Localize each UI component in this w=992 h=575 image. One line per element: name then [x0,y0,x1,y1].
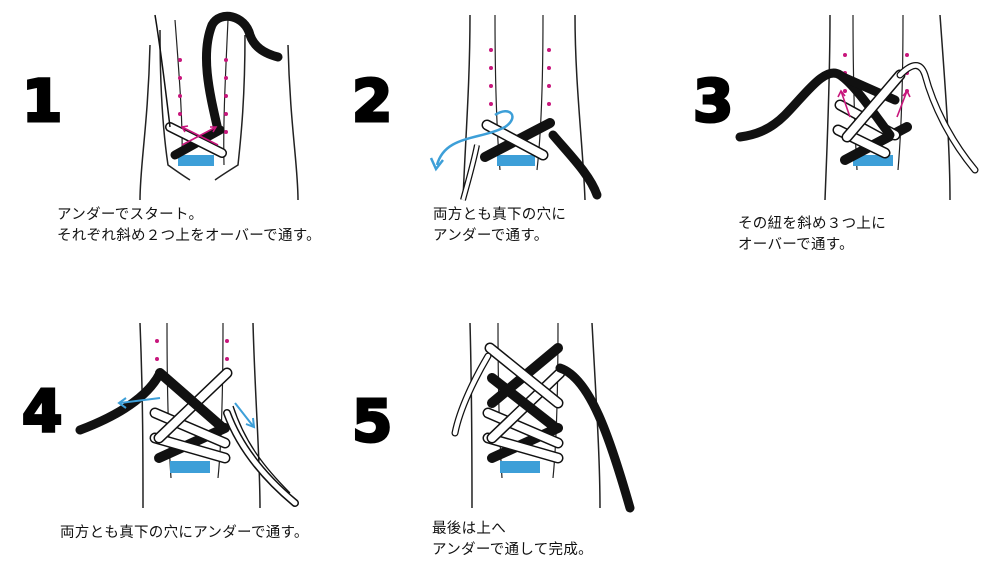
step-5-illustration [451,322,635,513]
step-2-illustration [429,14,602,201]
step-3-caption: その紐を斜め３つ上に オーバーで通す。 [738,216,886,253]
step-2-caption: 両方とも真下の穴に アンダーで通す。 [433,207,567,244]
step-4-number: 4 [20,377,63,445]
step-1-illustration [139,11,299,201]
step-4-caption: 両方とも真下の穴にアンダーで通す。 [60,525,309,541]
step-1-number: 1 [20,67,63,135]
step-5-caption: 最後は上へ アンダーで通して完成。 [432,521,593,558]
tongue-patch [178,155,214,166]
step-3-illustration [735,14,979,201]
step-4-illustration [75,322,299,509]
step-1-caption: アンダーでスタート。 それぞれ斜め２つ上をオーバーで通す。 [57,207,321,244]
step-2-number: 2 [350,67,393,135]
step-5-number: 5 [350,387,393,455]
step-3-number: 3 [691,67,734,135]
